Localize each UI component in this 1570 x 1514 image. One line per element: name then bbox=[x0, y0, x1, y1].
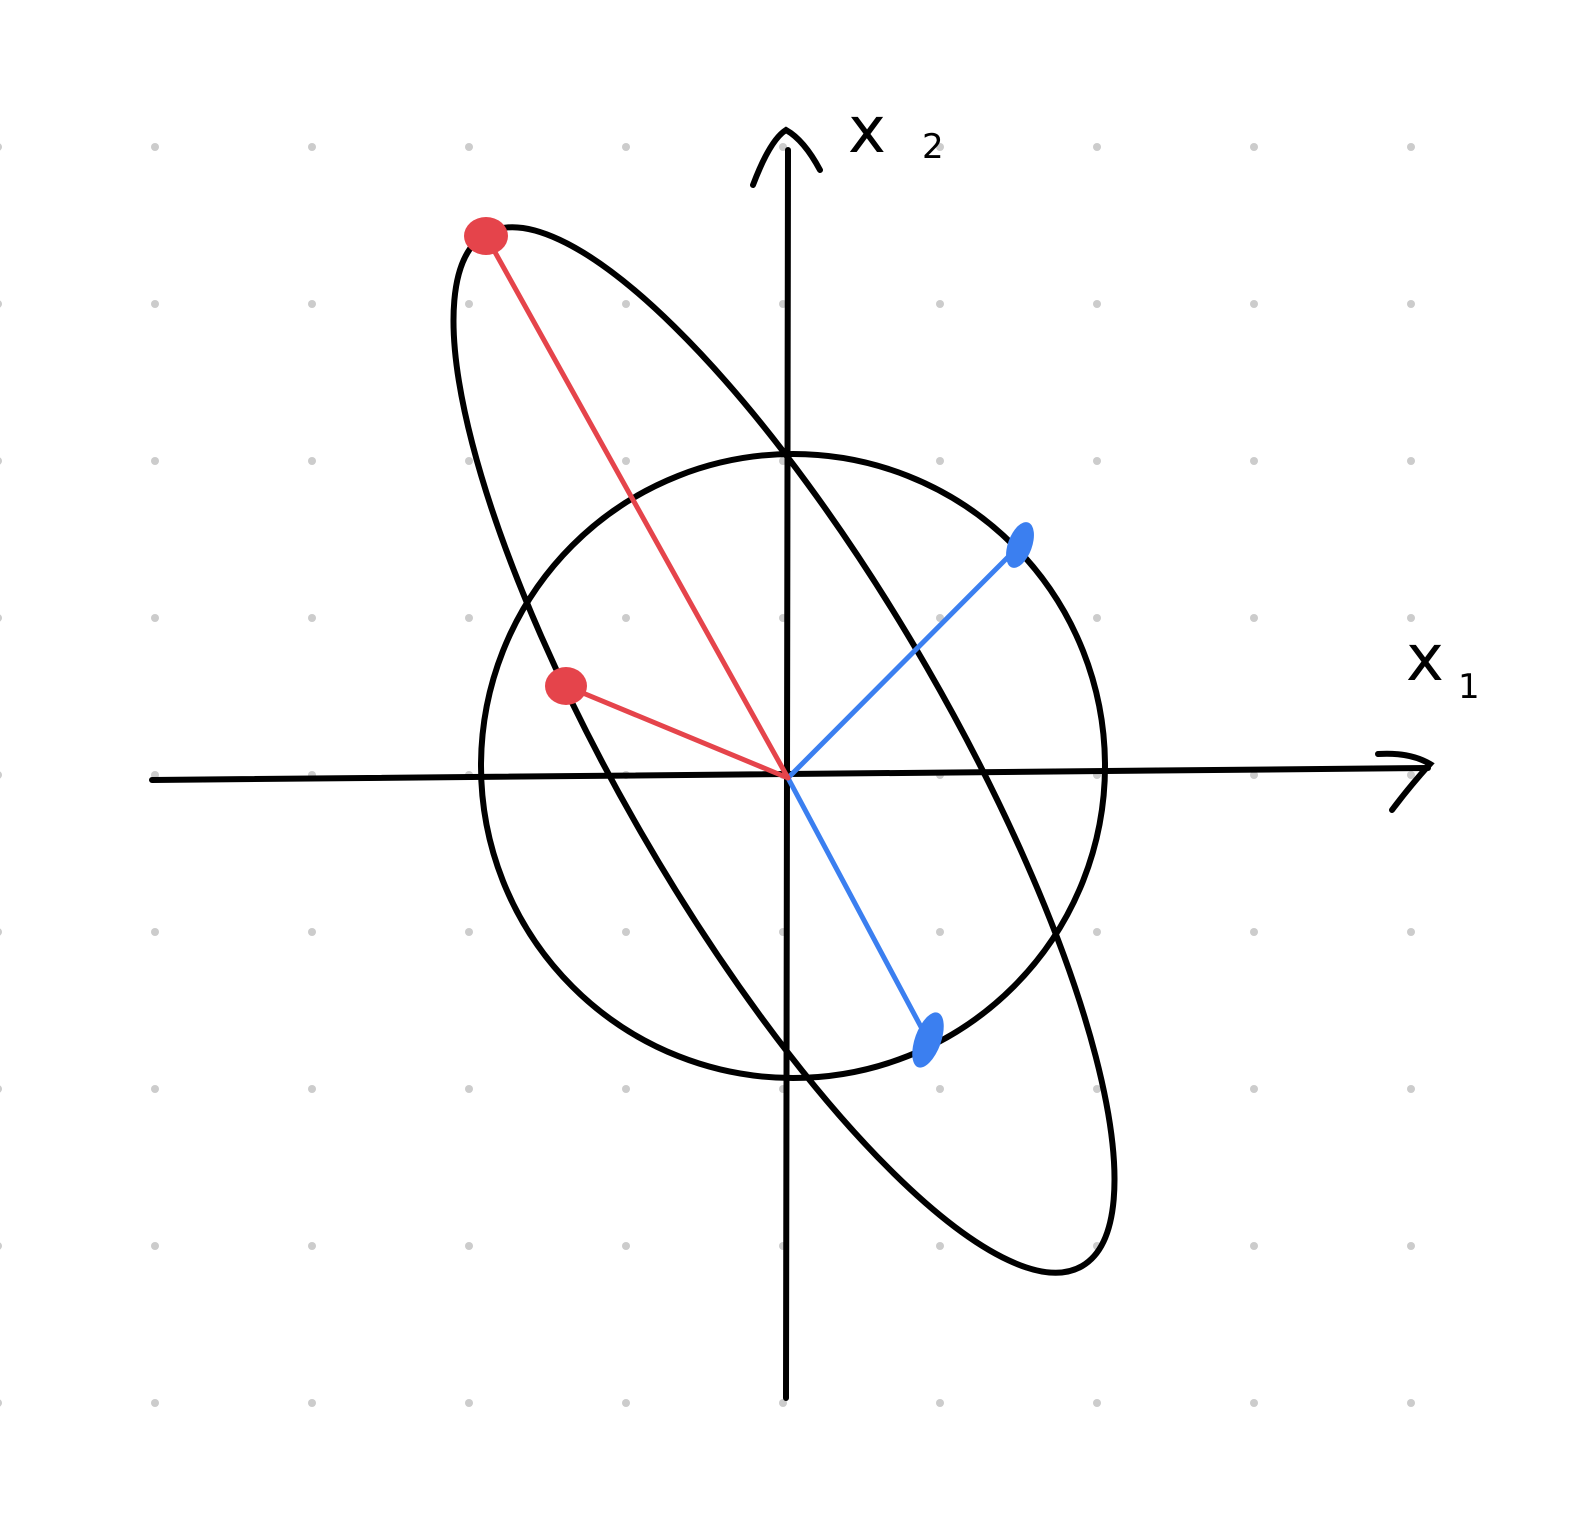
grid-dot bbox=[936, 300, 944, 308]
grid-dot bbox=[465, 928, 473, 936]
grid-dot bbox=[465, 143, 473, 151]
grid-dot bbox=[465, 1085, 473, 1093]
grid-dot bbox=[1250, 300, 1258, 308]
grid-dot bbox=[1093, 143, 1101, 151]
grid-dot bbox=[936, 1399, 944, 1407]
grid-dot bbox=[1093, 614, 1101, 622]
x2-axis-label: x 2 bbox=[848, 94, 944, 168]
grid-dot bbox=[1250, 1085, 1258, 1093]
grid-dot bbox=[622, 457, 630, 465]
grid-dot bbox=[779, 143, 787, 151]
grid-dot bbox=[465, 457, 473, 465]
input-vector-1-endpoint bbox=[1006, 522, 1034, 568]
grid-dot bbox=[779, 1399, 787, 1407]
grid-dot bbox=[622, 1085, 630, 1093]
grid-dot bbox=[0, 300, 2, 308]
grid-dot bbox=[1093, 928, 1101, 936]
grid-dot bbox=[1407, 300, 1415, 308]
grid-dot bbox=[936, 457, 944, 465]
grid-dot bbox=[1093, 457, 1101, 465]
grid-dot bbox=[308, 1242, 316, 1250]
grid-dot bbox=[1407, 771, 1415, 779]
grid-dot bbox=[0, 771, 2, 779]
output-vector-1 bbox=[483, 233, 791, 781]
grid-dot bbox=[151, 143, 159, 151]
grid-dot bbox=[465, 1242, 473, 1250]
output-vector-2-endpoint bbox=[545, 667, 587, 705]
grid-dot bbox=[0, 1085, 2, 1093]
grid-dot bbox=[308, 143, 316, 151]
input-vector-1 bbox=[785, 542, 1023, 781]
grid-dot bbox=[1250, 614, 1258, 622]
grid-dot bbox=[622, 143, 630, 151]
grid-dot bbox=[0, 614, 2, 622]
grid-dot bbox=[1250, 457, 1258, 465]
grid-dot bbox=[1250, 771, 1258, 779]
grid-dot bbox=[622, 928, 630, 936]
grid-dot bbox=[308, 300, 316, 308]
grid-dot bbox=[1250, 1242, 1258, 1250]
grid-dot bbox=[0, 1242, 2, 1250]
grid-dot bbox=[308, 928, 316, 936]
output-vector-2 bbox=[563, 683, 791, 781]
grid-dot bbox=[465, 1399, 473, 1407]
grid-dot bbox=[0, 928, 2, 936]
grid-dot bbox=[465, 614, 473, 622]
grid-dot bbox=[1407, 1399, 1415, 1407]
grid-dot bbox=[622, 300, 630, 308]
grid-dot bbox=[622, 1399, 630, 1407]
grid-dot bbox=[465, 300, 473, 308]
grid-dot bbox=[622, 614, 630, 622]
grid-dot bbox=[1250, 928, 1258, 936]
grid-dot bbox=[0, 457, 2, 465]
svg-text:x: x bbox=[848, 94, 886, 168]
grid-dot bbox=[936, 143, 944, 151]
svg-text:x: x bbox=[1406, 622, 1444, 696]
unit-circle bbox=[478, 451, 1108, 1081]
grid-dot bbox=[1407, 457, 1415, 465]
grid-dot bbox=[1407, 1085, 1415, 1093]
grid-dot bbox=[308, 614, 316, 622]
grid-dot bbox=[1093, 300, 1101, 308]
grid-dot bbox=[0, 143, 2, 151]
x2-axis-arrowhead bbox=[750, 126, 823, 188]
svg-text:1: 1 bbox=[1458, 667, 1480, 707]
grid-dot bbox=[1093, 1085, 1101, 1093]
grid-dot bbox=[151, 614, 159, 622]
grid-dot bbox=[936, 928, 944, 936]
grid-dot bbox=[308, 457, 316, 465]
grid-dot bbox=[1407, 614, 1415, 622]
input-vector-2-endpoint bbox=[912, 1012, 944, 1068]
x1-axis-label: x 1 bbox=[1406, 622, 1480, 707]
grid-dot bbox=[622, 1242, 630, 1250]
grid-dot bbox=[151, 300, 159, 308]
grid-dot bbox=[151, 1399, 159, 1407]
x1-axis-arrowhead bbox=[1375, 750, 1435, 813]
grid-dot bbox=[151, 928, 159, 936]
grid-dot bbox=[151, 457, 159, 465]
grid-dot bbox=[1407, 1242, 1415, 1250]
grid-dot bbox=[936, 1085, 944, 1093]
grid-dot bbox=[0, 1399, 2, 1407]
svg-text:2: 2 bbox=[922, 127, 944, 167]
grid-dot bbox=[151, 1242, 159, 1250]
grid-dot bbox=[1407, 928, 1415, 936]
grid-dot bbox=[151, 1085, 159, 1093]
grid-dot bbox=[936, 1242, 944, 1250]
grid-dot bbox=[1093, 1399, 1101, 1407]
grid-dot bbox=[1407, 143, 1415, 151]
grid-dot bbox=[308, 1399, 316, 1407]
input-vector-2 bbox=[785, 775, 931, 1043]
grid-dot bbox=[1250, 1399, 1258, 1407]
grid-dot bbox=[308, 1085, 316, 1093]
grid-dot bbox=[1250, 143, 1258, 151]
output-vector-1-endpoint bbox=[464, 217, 508, 255]
